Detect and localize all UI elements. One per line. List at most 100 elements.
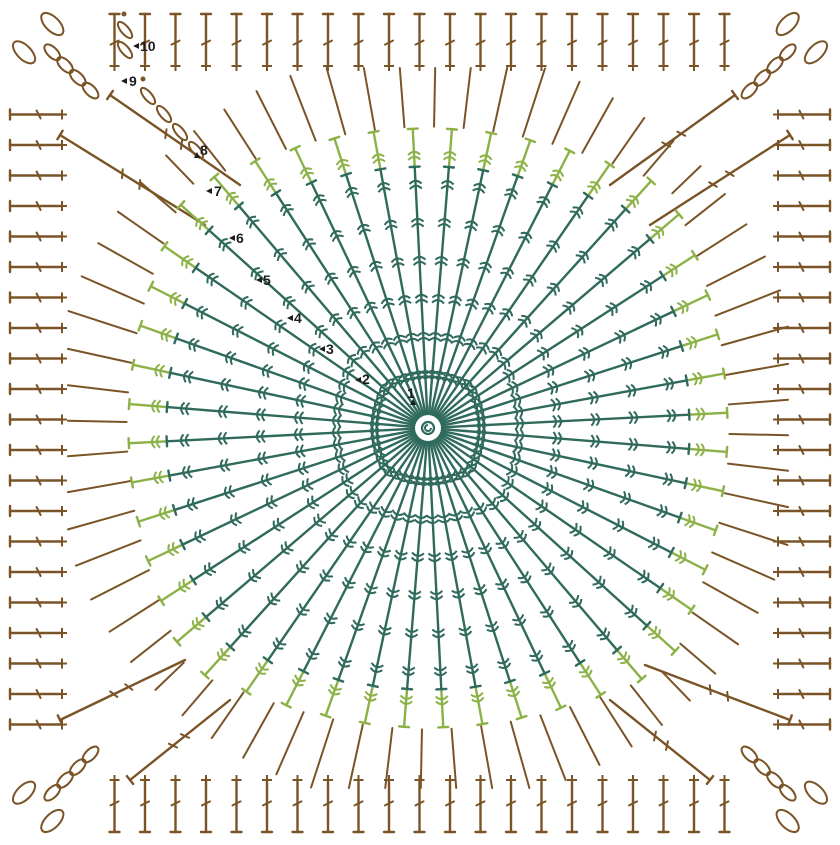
dc-stitch bbox=[8, 169, 64, 182]
dc-stitch bbox=[661, 249, 699, 278]
dc-stitch bbox=[199, 645, 232, 680]
front-post-mark bbox=[220, 377, 232, 392]
front-post-mark bbox=[517, 571, 532, 584]
dc-stitch bbox=[718, 778, 731, 834]
fan-stitch bbox=[139, 181, 177, 214]
front-post-mark bbox=[231, 323, 244, 338]
fan-stitch bbox=[725, 362, 789, 376]
front-post-mark bbox=[225, 350, 237, 366]
front-post-mark bbox=[451, 335, 467, 347]
front-post-mark bbox=[536, 346, 549, 361]
dc-stitch bbox=[8, 565, 64, 579]
front-post-mark bbox=[665, 263, 678, 278]
round-marker-10 bbox=[133, 43, 139, 49]
front-post-mark bbox=[546, 282, 561, 296]
dc-stitch bbox=[127, 397, 169, 411]
dc-stitch bbox=[127, 437, 168, 450]
dc-stitch bbox=[440, 340, 685, 425]
front-post-mark bbox=[324, 272, 339, 285]
dc-stitch bbox=[209, 172, 241, 208]
front-post-mark bbox=[470, 445, 483, 460]
front-post-mark bbox=[324, 528, 339, 542]
front-post-mark bbox=[691, 371, 703, 386]
fan-stitch bbox=[718, 521, 789, 546]
dc-stitch bbox=[8, 596, 64, 609]
dc-stitch bbox=[406, 127, 419, 168]
fan-stitch bbox=[419, 728, 423, 789]
front-post-mark bbox=[583, 368, 596, 384]
dc-stitch bbox=[431, 173, 524, 417]
front-post-mark bbox=[590, 412, 601, 427]
front-post-mark bbox=[407, 150, 421, 161]
fan-stitch bbox=[67, 509, 136, 531]
front-post-mark bbox=[407, 589, 422, 600]
chain-stitch bbox=[11, 780, 37, 805]
front-post-mark bbox=[414, 293, 429, 304]
dc-stitch bbox=[172, 615, 208, 647]
dc-stitch bbox=[165, 427, 416, 448]
front-post-mark bbox=[392, 334, 407, 346]
chain-stitch bbox=[775, 11, 800, 37]
front-post-mark bbox=[206, 272, 219, 287]
front-post-mark bbox=[299, 167, 315, 180]
dc-stitch bbox=[776, 596, 832, 609]
fan-stitch bbox=[462, 67, 472, 130]
chain-stitch bbox=[187, 140, 205, 160]
magic-ring-circle bbox=[420, 420, 436, 436]
front-post-mark bbox=[418, 369, 433, 380]
round-label-3: 3 bbox=[326, 341, 334, 357]
chain-stitch bbox=[803, 40, 829, 65]
front-post-mark bbox=[410, 551, 425, 562]
front-post-mark bbox=[628, 410, 639, 425]
dc-stitch bbox=[8, 352, 64, 365]
front-post-mark bbox=[353, 496, 368, 510]
front-post-mark bbox=[430, 474, 445, 486]
front-post-mark bbox=[535, 499, 548, 514]
fan-stitch bbox=[723, 492, 789, 509]
dc-stitch bbox=[433, 181, 559, 417]
front-post-mark bbox=[604, 218, 618, 232]
front-post-mark bbox=[159, 505, 171, 521]
front-post-mark bbox=[465, 663, 480, 674]
chain-stitch bbox=[116, 20, 134, 40]
front-post-mark bbox=[502, 368, 515, 383]
front-post-mark bbox=[218, 238, 232, 252]
dc-stitch bbox=[565, 12, 579, 68]
front-post-mark bbox=[195, 216, 209, 231]
dc-stitch bbox=[615, 648, 647, 684]
front-post-mark bbox=[552, 414, 563, 429]
dc-stitch bbox=[8, 230, 64, 243]
front-post-mark bbox=[179, 433, 190, 448]
dc-stitch bbox=[437, 233, 655, 421]
front-post-mark bbox=[470, 691, 485, 703]
front-post-mark bbox=[218, 404, 229, 419]
dc-stitch bbox=[8, 657, 64, 670]
corner-loop bbox=[740, 745, 829, 834]
dc-stitch bbox=[680, 328, 721, 348]
front-post-mark bbox=[666, 408, 677, 423]
dc-stitch bbox=[340, 171, 425, 416]
dc-stitch bbox=[440, 374, 689, 427]
fan-stitch bbox=[521, 67, 546, 138]
front-post-mark bbox=[291, 674, 307, 687]
dc-stitch bbox=[8, 108, 64, 121]
fan-stitch bbox=[108, 599, 160, 633]
chain-stitch bbox=[81, 81, 100, 100]
front-post-mark bbox=[372, 403, 384, 418]
front-post-mark bbox=[411, 370, 426, 382]
round-marker-4 bbox=[287, 315, 293, 321]
dc-stitch bbox=[8, 443, 64, 457]
front-post-mark bbox=[596, 627, 611, 641]
front-post-mark bbox=[539, 605, 554, 618]
dc-stitch bbox=[230, 12, 243, 68]
front-post-mark bbox=[180, 401, 191, 416]
front-post-mark bbox=[624, 464, 636, 479]
fan-stitch bbox=[720, 325, 789, 347]
front-post-mark bbox=[529, 649, 544, 662]
fan-stitch bbox=[599, 696, 633, 748]
dc-stitch bbox=[434, 438, 586, 667]
round-label-5: 5 bbox=[263, 272, 271, 288]
front-post-mark bbox=[451, 587, 466, 599]
dc-stitch bbox=[776, 443, 832, 457]
front-post-mark bbox=[167, 541, 180, 557]
